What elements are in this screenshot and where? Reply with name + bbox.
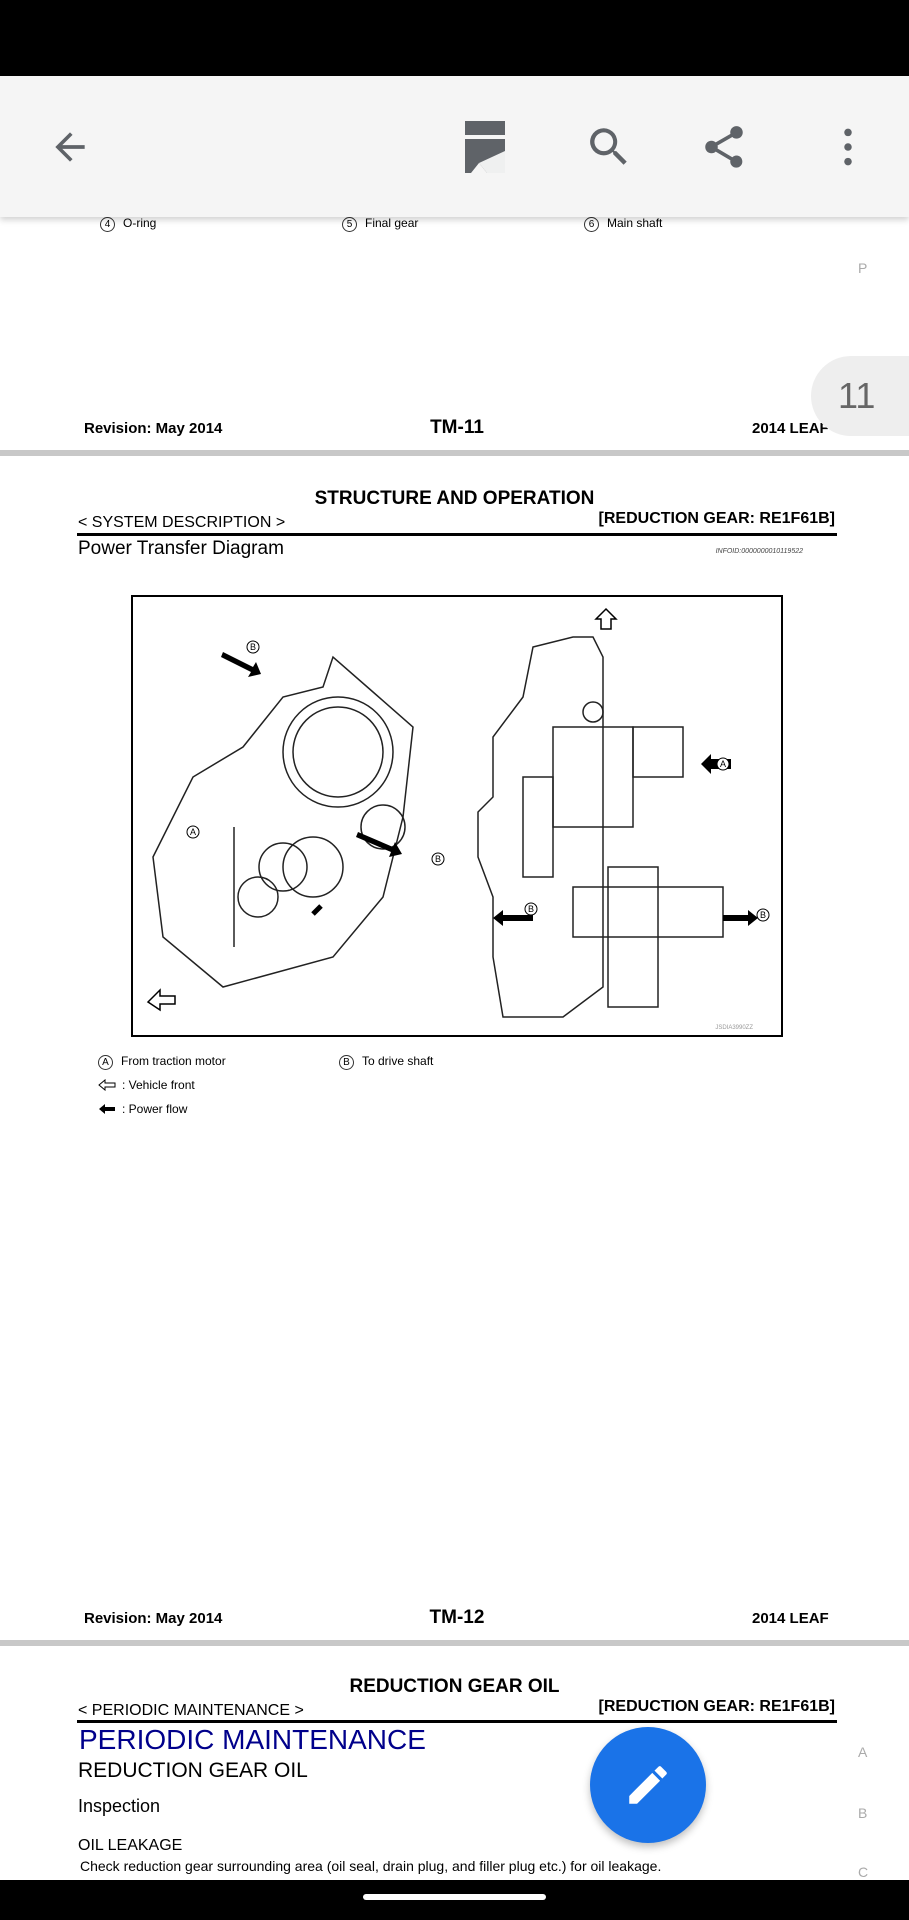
more-vert-icon[interactable]	[823, 122, 873, 172]
legend-label: From traction motor	[121, 1054, 226, 1068]
side-letter: B	[858, 1805, 868, 1821]
header-rule	[77, 533, 837, 536]
legend-letter: A	[98, 1055, 113, 1070]
solid-arrow-icon	[99, 1104, 115, 1114]
gear-label: [REDUCTION GEAR: RE1F61B]	[598, 1698, 835, 1715]
side-letter: P	[858, 260, 868, 276]
gear-label: [REDUCTION GEAR: RE1F61B]	[598, 510, 835, 527]
page-title: REDUCTION GEAR OIL	[349, 1676, 560, 1697]
section-label: < PERIODIC MAINTENANCE >	[78, 1702, 304, 1719]
info-id: INFOID:0000000010119522	[715, 548, 803, 555]
legend-a: A From traction motor	[98, 1054, 226, 1070]
search-icon[interactable]	[584, 122, 634, 172]
diagram-label-b: B	[528, 904, 534, 914]
subheading-oil-leakage: OIL LEAKAGE	[78, 1837, 183, 1854]
bookmark-icon[interactable]	[460, 121, 510, 173]
navigation-bar	[0, 1880, 909, 1920]
footer-page: TM-12	[429, 1607, 485, 1628]
power-transfer-diagram: A A B B B B JSDIA3990ZZ	[131, 595, 783, 1037]
legend-letter: B	[339, 1055, 354, 1070]
diagram-label-b: B	[250, 642, 256, 652]
side-letter: A	[858, 1744, 868, 1760]
page-number-badge: 11	[811, 356, 909, 436]
edit-fab-button[interactable]	[590, 1727, 706, 1843]
legend-label: Main shaft	[607, 216, 663, 230]
legend-label: To drive shaft	[362, 1054, 434, 1068]
pencil-icon	[629, 1766, 667, 1804]
share-icon[interactable]	[699, 122, 749, 172]
legend-label: O-ring	[123, 216, 157, 230]
legend-number: 6	[584, 217, 599, 232]
page-divider	[0, 450, 909, 456]
toolbar	[0, 76, 909, 217]
legend-number: 4	[100, 217, 115, 232]
diagram-label-b: B	[435, 854, 441, 864]
legend-label: : Power flow	[122, 1102, 188, 1116]
legend-flow: : Power flow	[98, 1102, 187, 1116]
subheading: REDUCTION GEAR OIL	[78, 1759, 308, 1782]
outline-arrow-icon	[98, 1079, 116, 1091]
legend-label: : Vehicle front	[122, 1078, 195, 1092]
legend-number: 5	[342, 217, 357, 232]
section-heading: PERIODIC MAINTENANCE	[79, 1724, 426, 1755]
page-divider	[0, 1640, 909, 1646]
body-text: Check reduction gear surrounding area (o…	[80, 1858, 662, 1874]
header-rule	[77, 1720, 837, 1723]
footer-model: 2014 LEAF	[752, 420, 829, 437]
legend-label: Final gear	[365, 216, 419, 230]
back-arrow-icon[interactable]	[45, 122, 95, 172]
subheading-inspection: Inspection	[78, 1796, 161, 1816]
figure-code: JSDIA3990ZZ	[715, 1025, 753, 1031]
footer-model: 2014 LEAF	[752, 1610, 829, 1627]
diagram-label-b: B	[760, 910, 766, 920]
footer-revision: Revision: May 2014	[84, 420, 223, 437]
section-heading: Power Transfer Diagram	[78, 538, 284, 559]
footer-page: TM-11	[430, 417, 484, 438]
legend-item: 5 Final gear	[342, 216, 418, 232]
footer-revision: Revision: May 2014	[84, 1610, 223, 1627]
section-label: < SYSTEM DESCRIPTION >	[78, 514, 286, 531]
page-title: STRUCTURE AND OPERATION	[314, 488, 595, 509]
vehicle-front-arrow-icon	[594, 607, 618, 630]
legend-item: 6 Main shaft	[584, 216, 662, 232]
diagram-label-a: A	[190, 827, 196, 837]
legend-b: B To drive shaft	[339, 1054, 433, 1070]
side-letter: C	[858, 1864, 869, 1880]
home-indicator[interactable]	[363, 1894, 546, 1900]
diagram-label-a: A	[720, 759, 726, 769]
gear-illustration: A A B B B B JSDIA3990ZZ	[146, 607, 770, 1031]
legend-item: 4 O-ring	[100, 216, 156, 232]
legend-front: : Vehicle front	[98, 1078, 195, 1092]
status-bar	[0, 0, 909, 76]
